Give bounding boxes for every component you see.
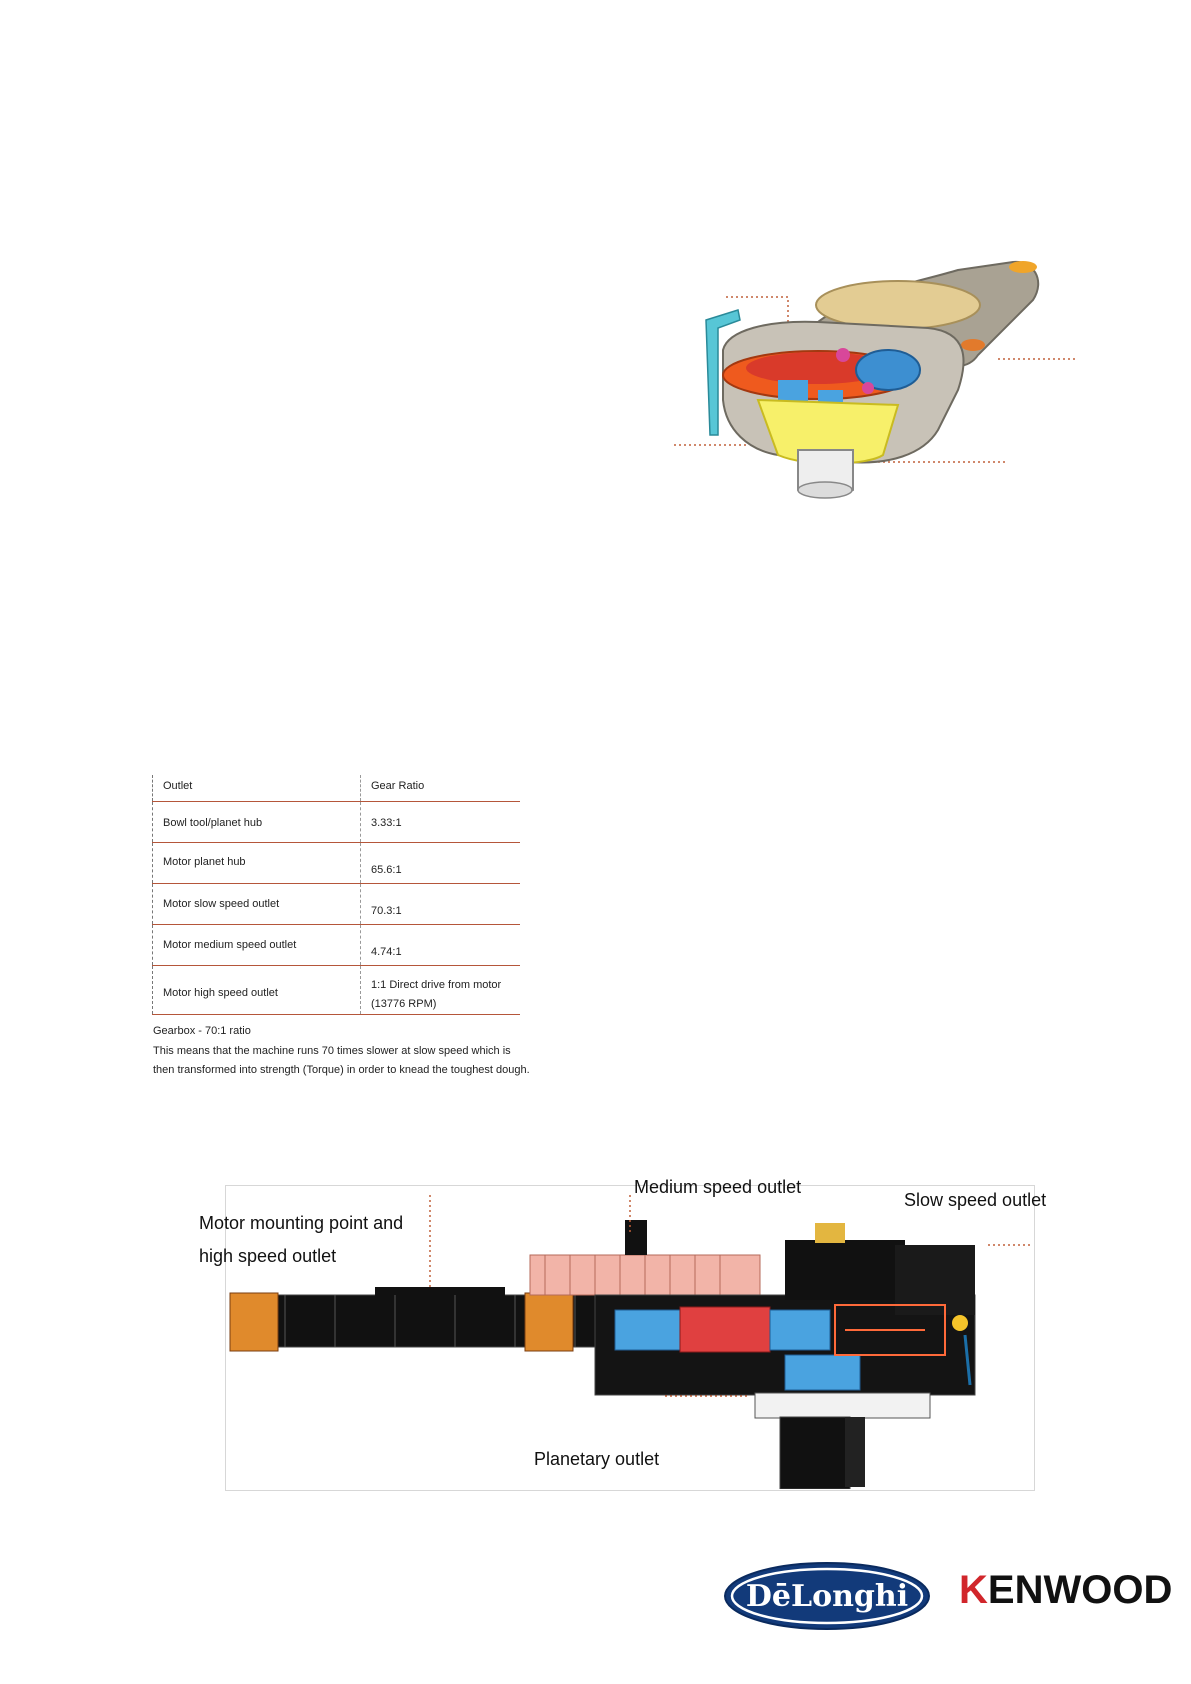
header-outlet: Outlet (163, 780, 193, 792)
planetary-outlet (779, 1416, 851, 1489)
table-row: Motor medium speed outlet 4.74:1 (152, 925, 520, 966)
diagram-frame (225, 1185, 1035, 1491)
table-row: Motor high speed outlet 1:1 Direct drive… (152, 966, 520, 1015)
gearbox-note-line2: then transformed into strength (Torque) … (153, 1064, 530, 1076)
label-slow-speed-outlet: Slow speed outlet (904, 1190, 1047, 1210)
kenwood-k: K (959, 1568, 988, 1612)
gearbox-note-heading: Gearbox - 70:1 ratio (153, 1025, 251, 1037)
ratio-cell: 1:1 Direct drive from motor (371, 979, 502, 991)
leader-lines (674, 296, 1078, 463)
header-gear-ratio: Gear Ratio (371, 780, 425, 792)
top-gear (815, 280, 981, 330)
blue-gear (855, 349, 921, 391)
delonghi-logo: DēLonghi (724, 1562, 930, 1630)
yellow-knob (952, 1315, 968, 1331)
gearbox-3d-illustration (674, 260, 1078, 499)
label-motor-mounting-line2: high speed outlet (199, 1246, 337, 1266)
outlet-cell: Motor high speed outlet (163, 987, 278, 999)
ratio-cell: 65.6:1 (371, 864, 402, 876)
planetary-ring (754, 1392, 931, 1419)
table-row: Bowl tool/planet hub 3.33:1 (152, 802, 520, 843)
ratio-cell: 70.3:1 (371, 905, 402, 917)
motor-pulley (229, 1292, 279, 1352)
ratio-cell: 4.74:1 (371, 946, 402, 958)
kenwood-wordmark: ENWOOD (987, 1568, 1173, 1612)
cyan-bracket (705, 309, 741, 436)
label-planetary-outlet: Planetary outlet (534, 1449, 660, 1469)
gearbox-note-line1: This means that the machine runs 70 time… (153, 1045, 511, 1057)
outlet-cell: Motor slow speed outlet (163, 898, 280, 910)
outlet-cell: Motor medium speed outlet (163, 939, 297, 951)
blue-gears (614, 1309, 681, 1351)
table-row: Motor planet hub 65.6:1 (152, 843, 520, 884)
ratio-cell: 3.33:1 (371, 817, 402, 829)
label-medium-speed-outlet: Medium speed outlet (634, 1177, 802, 1197)
diagram-leader-lines (429, 1195, 1033, 1397)
table-row: Motor slow speed outlet 70.3:1 (152, 884, 520, 925)
gearbox-2d-diagram (229, 1195, 1033, 1489)
outlet-cell: Motor planet hub (163, 856, 246, 868)
kenwood-logo: KENWOOD (959, 1568, 1172, 1613)
outlet-cell: Bowl tool/planet hub (163, 817, 263, 829)
label-motor-mounting-line1: Motor mounting point and (199, 1213, 404, 1233)
arm-pulley (524, 1292, 574, 1352)
delonghi-wordmark: DēLonghi (746, 1579, 908, 1614)
ratio-cell-line2: (13776 RPM) (371, 998, 437, 1010)
table-header-row: Outlet Gear Ratio (152, 775, 520, 802)
gear-ratio-table: Outlet Gear Ratio Bowl tool/planet hub 3… (152, 775, 520, 1015)
